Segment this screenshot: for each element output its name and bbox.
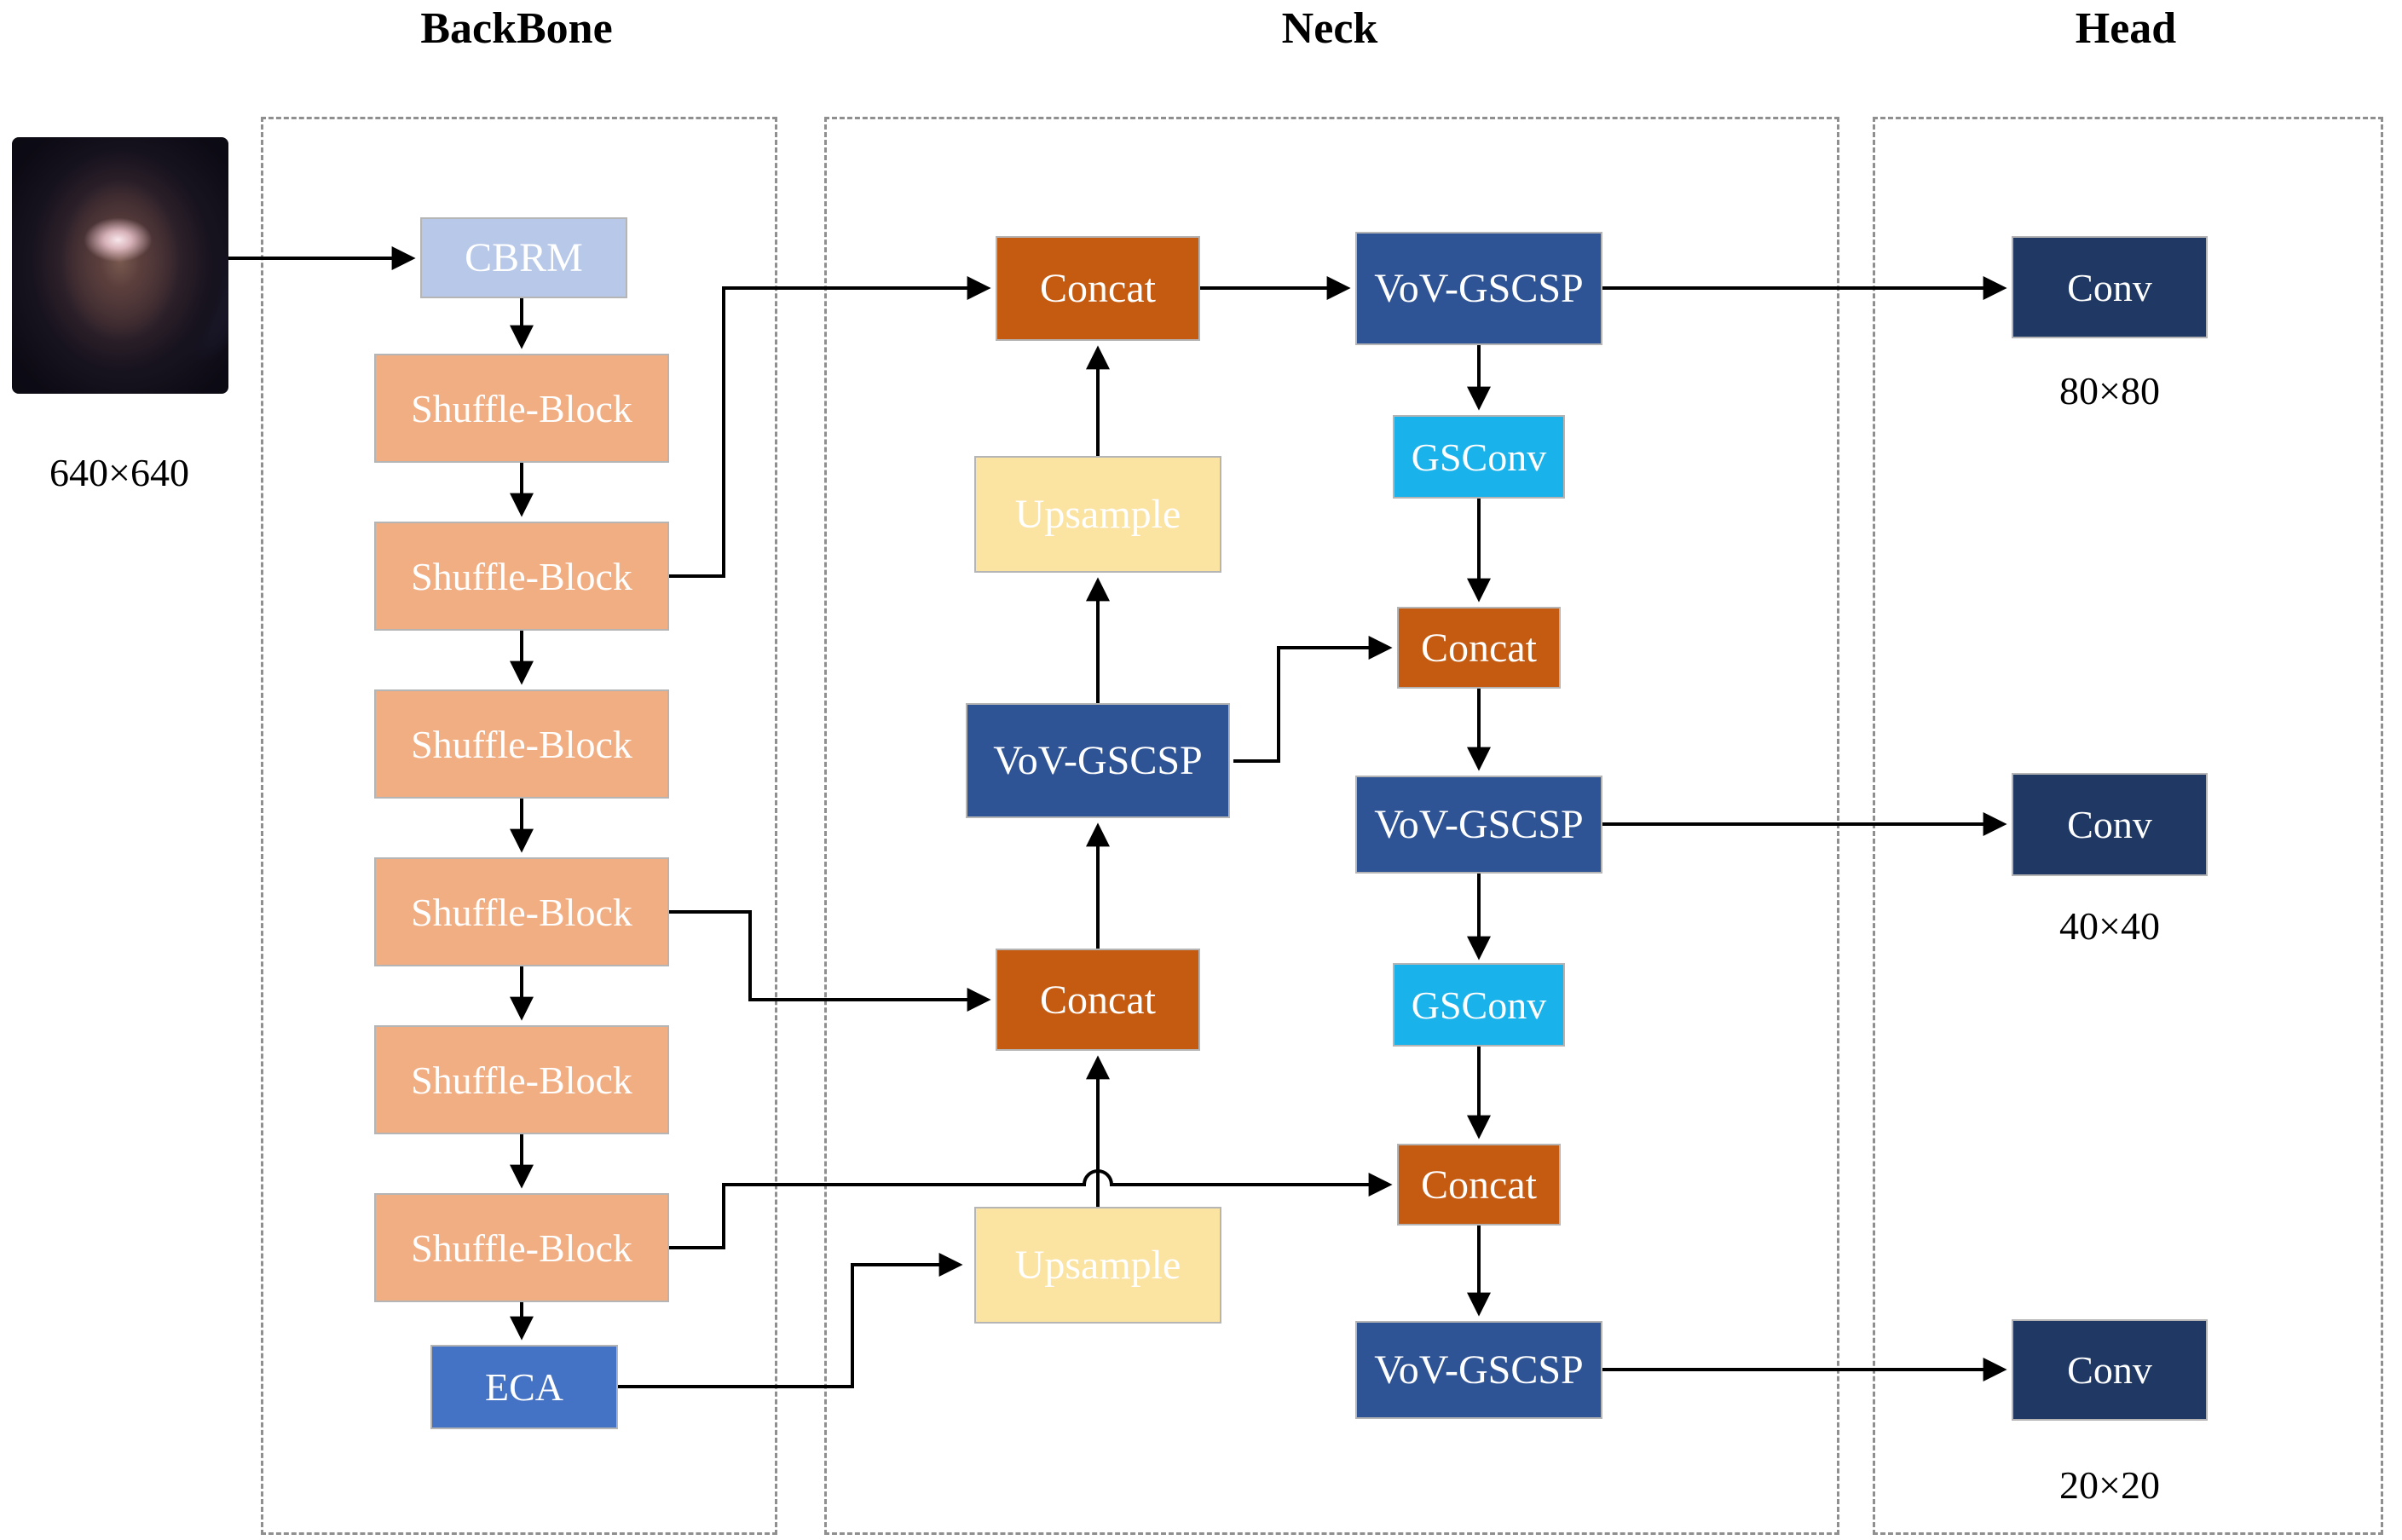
neck-group-box [824,117,1839,1535]
neck-vov-gscsp-bottom: VoV-GSCSP [1355,1321,1602,1419]
neck-gsconv-top: GSConv [1393,415,1565,499]
neck-upsample-top: Upsample [974,456,1221,573]
head-conv-80: Conv [2012,236,2208,338]
backbone-title: BackBone [420,4,613,53]
neck-title: Neck [1281,4,1378,53]
head-size-40: 40×40 [2059,904,2160,948]
input-size-label: 640×640 [49,451,189,494]
head-size-20: 20×20 [2059,1463,2160,1507]
shuffle-block-5: Shuffle-Block [374,1025,669,1134]
shuffle-block-4: Shuffle-Block [374,857,669,966]
neck-upsample-bottom: Upsample [974,1207,1221,1324]
neck-concat-mid: Concat [996,949,1200,1051]
shuffle-block-6: Shuffle-Block [374,1193,669,1302]
head-size-80: 80×80 [2059,369,2160,412]
shuffle-block-1: Shuffle-Block [374,354,669,463]
neck-gsconv-bottom: GSConv [1393,963,1565,1047]
shuffle-block-2: Shuffle-Block [374,522,669,631]
neck-concat-right-bottom: Concat [1397,1144,1561,1226]
eca-block: ECA [430,1345,618,1429]
neck-concat-right-top: Concat [1397,607,1561,689]
head-title: Head [2075,4,2177,53]
neck-vov-gscsp-mid: VoV-GSCSP [966,703,1230,818]
input-image [12,137,228,394]
head-conv-40: Conv [2012,773,2208,876]
head-conv-20: Conv [2012,1319,2208,1421]
neck-concat-top: Concat [996,236,1200,341]
cbrm-block: CBRM [420,217,627,298]
head-group-box [1873,117,2383,1535]
neck-vov-gscsp-top: VoV-GSCSP [1355,232,1602,345]
neck-vov-gscsp-right: VoV-GSCSP [1355,776,1602,874]
backbone-group-box [261,117,777,1535]
shuffle-block-3: Shuffle-Block [374,689,669,799]
